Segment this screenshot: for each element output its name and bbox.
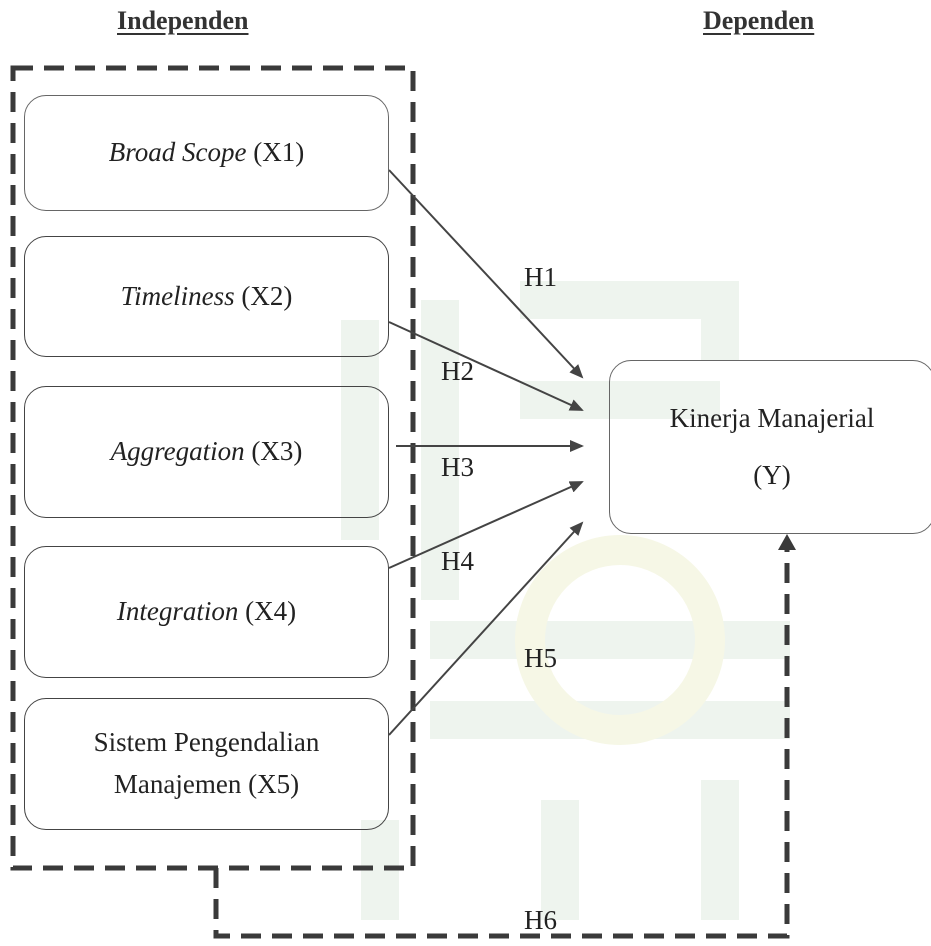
variable-x1-code: (X1) [246, 137, 305, 168]
variable-x2-name: Timeliness [120, 280, 235, 311]
variable-y-line2: (Y) [753, 460, 791, 490]
hypothesis-label-h3: H3 [441, 452, 474, 482]
variable-x2-code: (X2) [234, 280, 293, 311]
arrow-h5 [388, 521, 584, 736]
hypothesis-label-h4: H4 [441, 546, 474, 576]
variable-x1-name: Broad Scope [108, 137, 247, 168]
variable-x4-name: Integration [116, 596, 239, 627]
independent-group-border [10, 65, 416, 871]
variable-x4-code: (X4) [238, 596, 297, 627]
variable-y-line1: Kinerja Manajerial [669, 403, 875, 434]
hypothesis-label-h2: H2 [441, 356, 474, 386]
hypothesis-label-h5: H5 [524, 643, 557, 673]
variable-x3-code: (X3) [244, 436, 303, 467]
variable-x5-line1: Sistem Pengendalian [93, 727, 320, 758]
dependent-heading: Dependen [703, 6, 815, 35]
variable-box-x4: Integration (X4) [24, 546, 389, 678]
variable-box-x1: Broad Scope (X1) [24, 95, 389, 211]
arrow-h1 [388, 169, 584, 379]
variable-box-x2: Timeliness (X2) [24, 236, 389, 357]
variable-x5-line2: Manajemen (X5) [113, 769, 300, 799]
arrow-h6 [213, 534, 796, 939]
variable-box-x3: Aggregation (X3) [24, 386, 389, 518]
arrow-h2 [388, 321, 584, 411]
variable-box-y: Kinerja Manajerial (Y) [609, 360, 931, 534]
variable-x3-name: Aggregation [110, 436, 245, 467]
hypothesis-label-h6: H6 [524, 905, 557, 935]
arrow-h4 [388, 481, 584, 569]
independent-heading: Independen [117, 6, 249, 35]
hypothesis-label-h1: H1 [524, 262, 557, 292]
